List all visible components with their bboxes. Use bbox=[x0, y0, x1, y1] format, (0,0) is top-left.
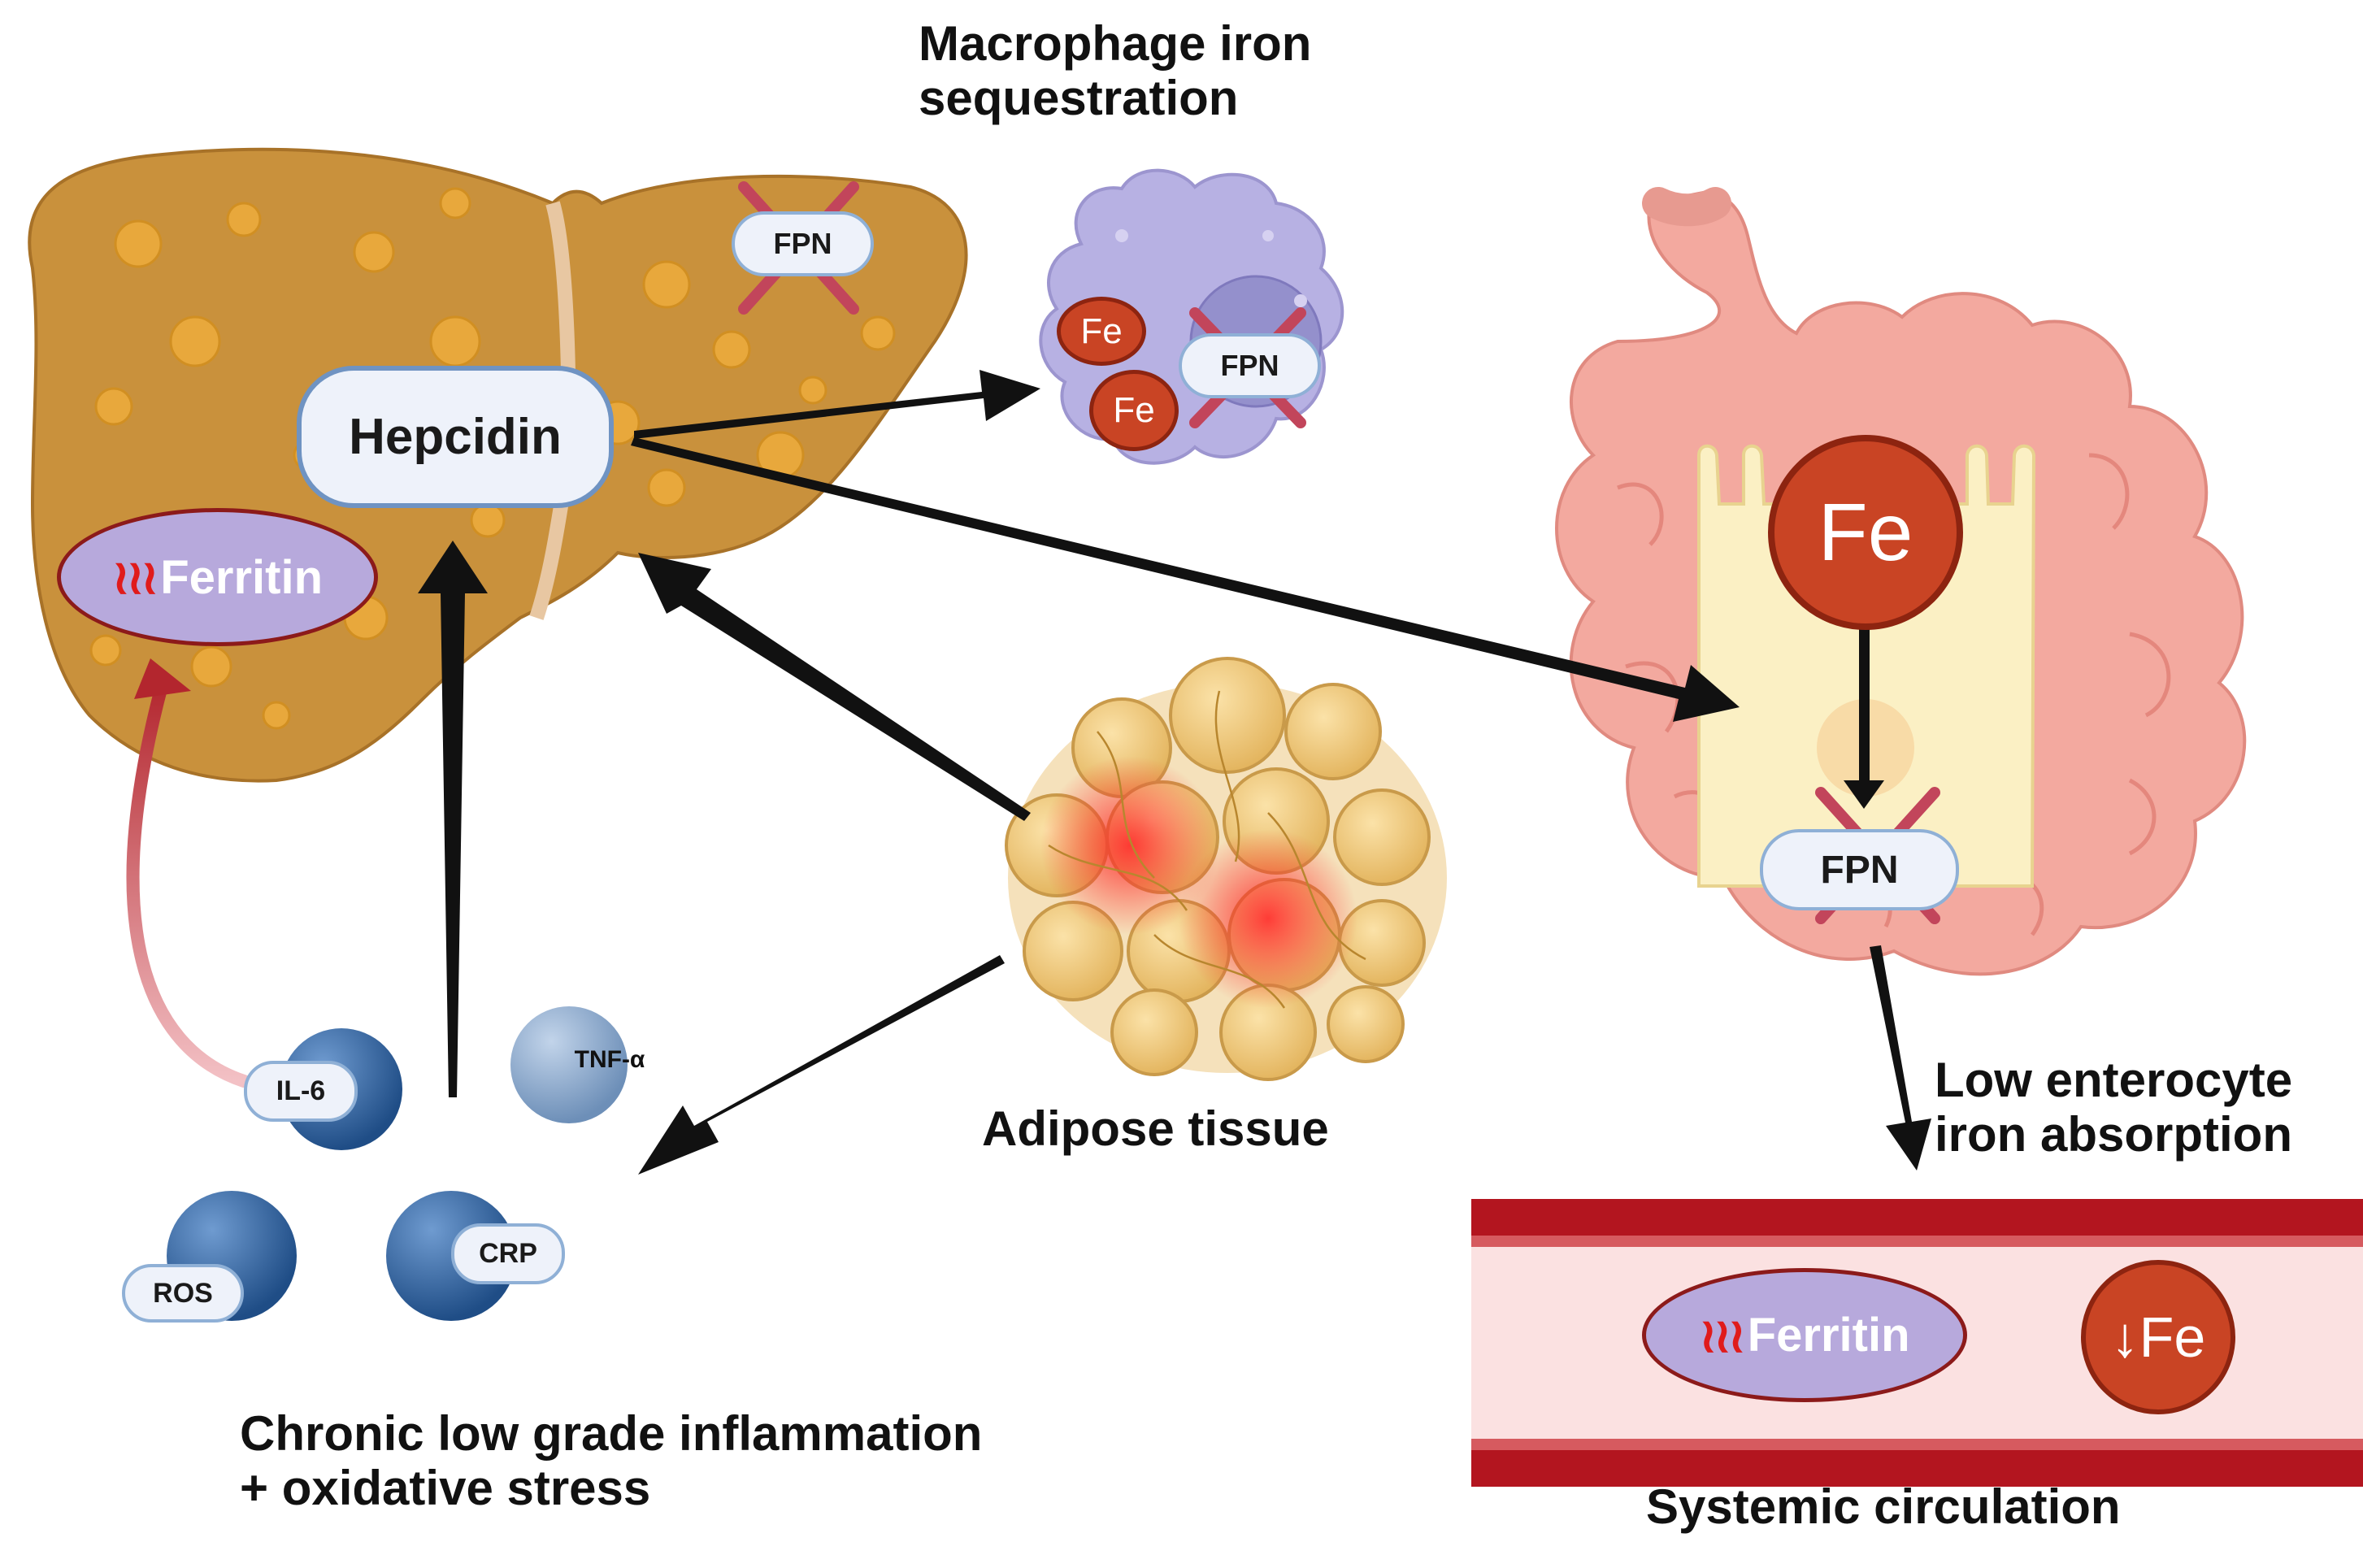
crp-pill: CRP bbox=[451, 1223, 565, 1284]
arrow-hepcidin-to-enterocyte bbox=[631, 437, 1740, 722]
tnf-particle bbox=[510, 1006, 628, 1123]
adipose-tissue bbox=[1005, 657, 1447, 1081]
arrow-adipose-to-inflammation bbox=[638, 955, 1005, 1175]
fpn-enterocyte-pill: FPN bbox=[1760, 829, 1959, 910]
systemic-circulation-label: Systemic circulation bbox=[1646, 1479, 2121, 1534]
arrow-adipose-to-liver bbox=[638, 553, 1031, 821]
increase-waves-icon: ≀≀≀ bbox=[1699, 1309, 1745, 1362]
decrease-arrow-icon: ↓ bbox=[2110, 1305, 2139, 1369]
arrow-hepcidin-to-macrophage bbox=[634, 370, 1040, 439]
il6-to-ferritin-arrow bbox=[126, 658, 250, 1088]
arrow-cytokines-to-hepcidin bbox=[418, 541, 488, 1097]
arrows bbox=[418, 370, 1931, 1175]
fe-macrophage-2: Fe bbox=[1089, 370, 1179, 451]
macrophage-label: Macrophage iron sequestration bbox=[919, 16, 1312, 126]
adipose-label: Adipose tissue bbox=[982, 1101, 1329, 1156]
fpn-liver-pill: FPN bbox=[732, 211, 874, 276]
enterocyte-label: Low enterocyte iron absorption bbox=[1935, 1053, 2293, 1162]
arrow-enterocyte-to-circulation bbox=[1870, 945, 1931, 1171]
ros-pill: ROS bbox=[122, 1264, 244, 1323]
tnf-pill: TNF-α bbox=[574, 1046, 645, 1073]
inflammation-label: Chronic low grade inflammation + oxidati… bbox=[240, 1406, 983, 1516]
increase-waves-icon: ≀≀≀ bbox=[111, 551, 159, 604]
fe-macrophage-1: Fe bbox=[1057, 297, 1146, 366]
ferritin-blood-oval: ≀≀≀ Ferritin bbox=[1642, 1268, 1967, 1402]
hepcidin-label: Hepcidin bbox=[349, 409, 562, 465]
fe-blood: ↓ Fe bbox=[2081, 1260, 2235, 1414]
fe-enterocyte: Fe bbox=[1768, 435, 1963, 630]
il6-pill: IL-6 bbox=[244, 1061, 358, 1122]
fpn-macrophage-pill: FPN bbox=[1179, 333, 1321, 398]
arrow-fe-to-fpn bbox=[1844, 614, 1884, 809]
hepcidin-box: Hepcidin bbox=[297, 366, 614, 508]
ferritin-liver-oval: ≀≀≀ Ferritin bbox=[57, 508, 378, 646]
